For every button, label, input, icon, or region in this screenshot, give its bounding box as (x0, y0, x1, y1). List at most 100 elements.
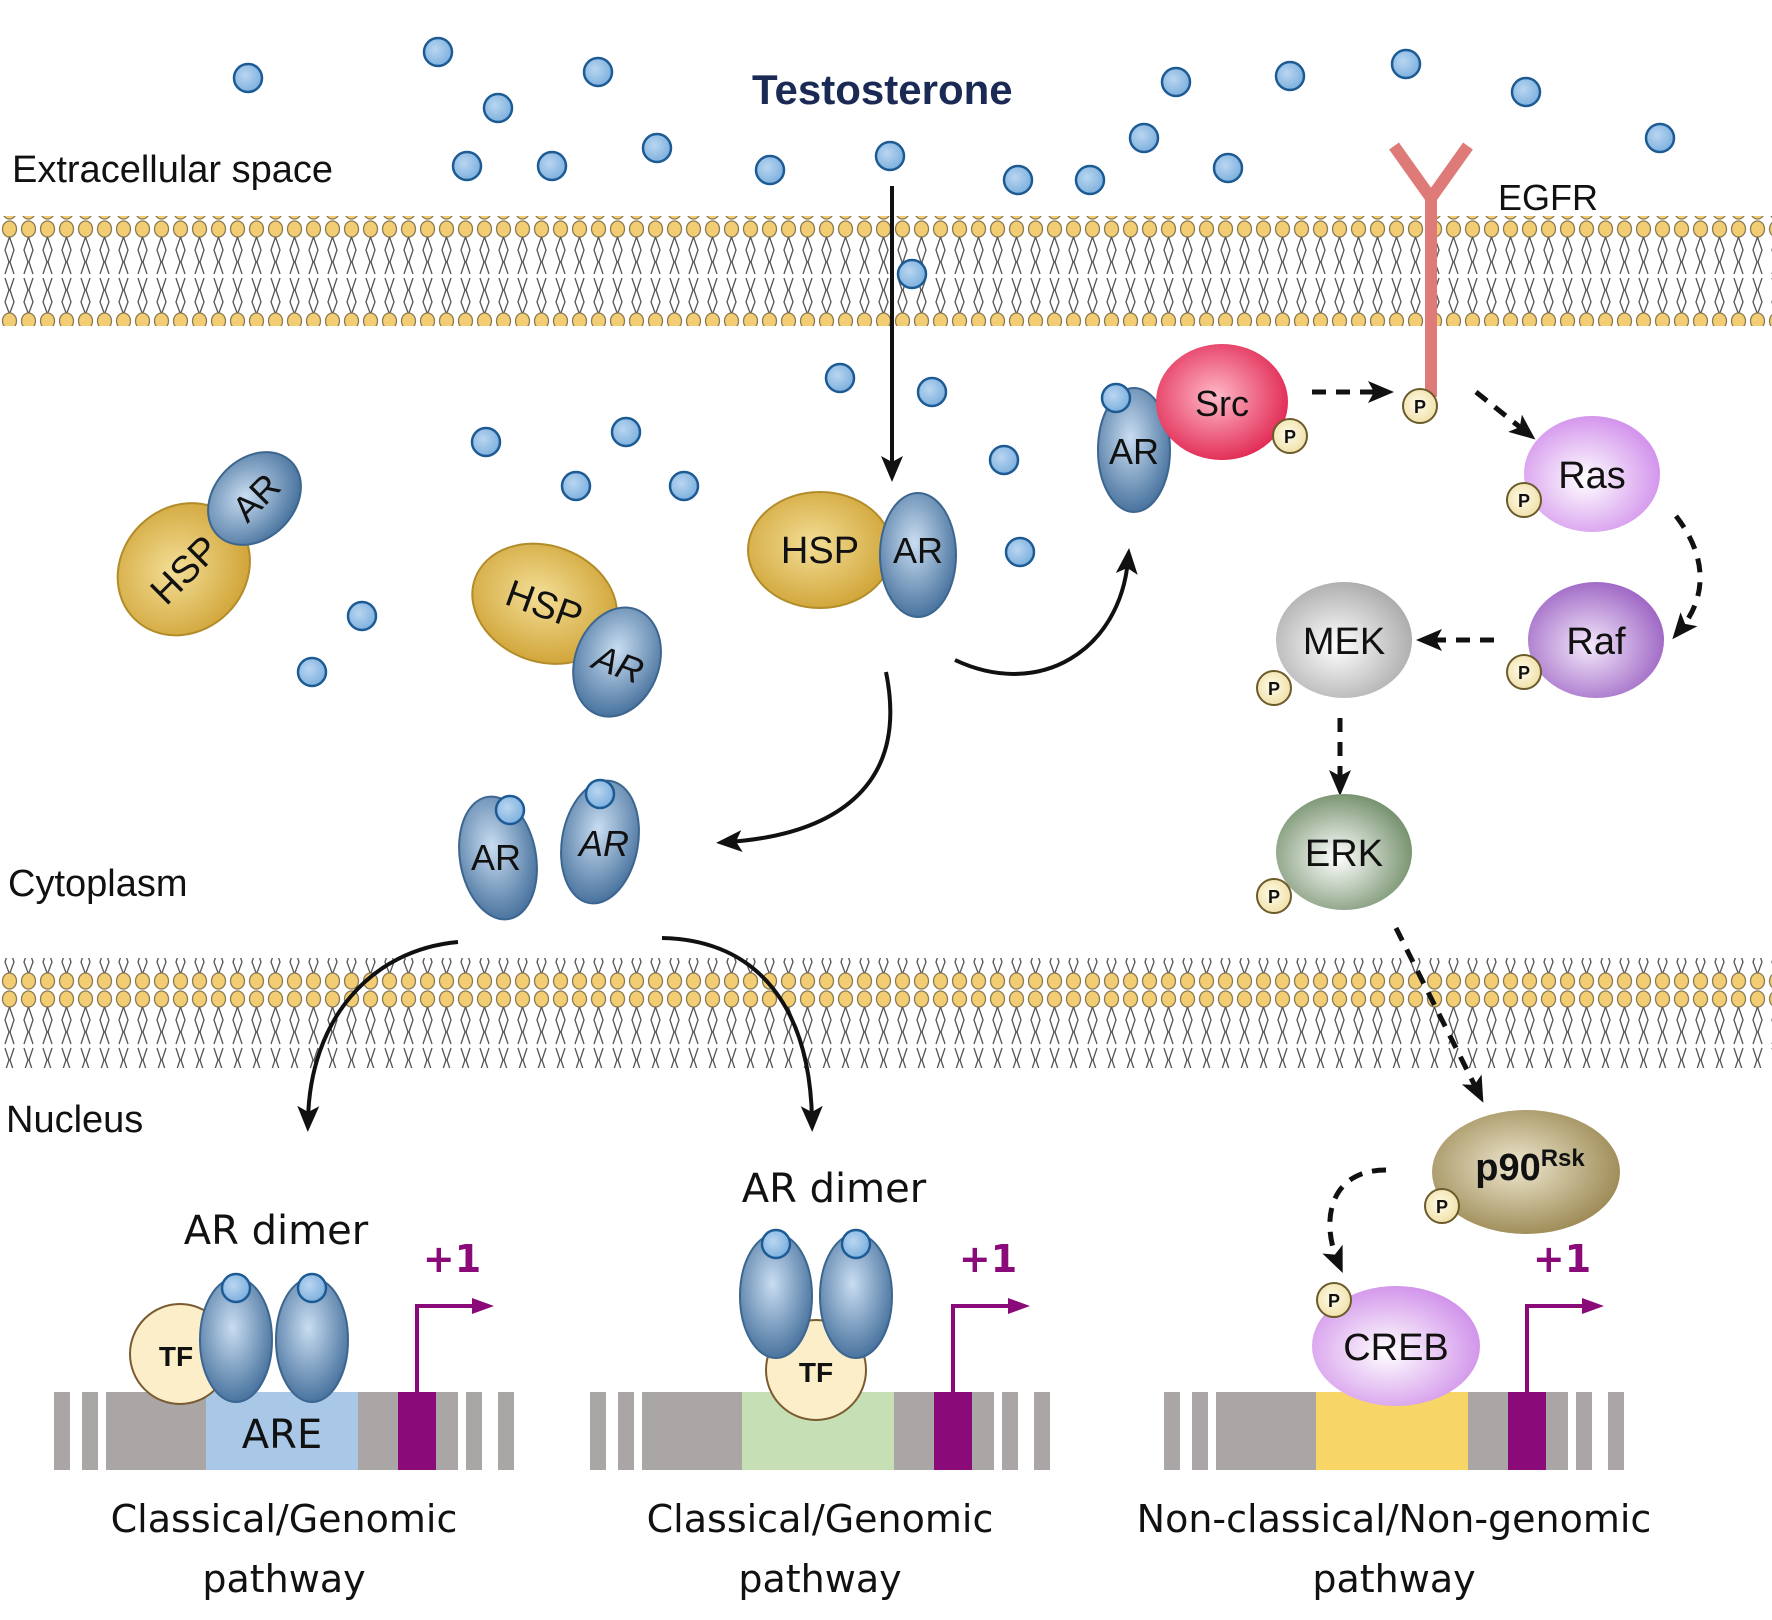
testosterone-molecule (1002, 164, 1034, 196)
pathway-subtitle: pathway (738, 1557, 901, 1601)
pathway-subtitle: pathway (1312, 1557, 1475, 1601)
arrow-erk-to-p90rsk (1393, 926, 1484, 1103)
cytoplasm-label: Cytoplasm (8, 863, 188, 905)
dna-segment (498, 1392, 514, 1470)
dna-segment (1546, 1392, 1568, 1470)
dna-segment (1192, 1392, 1208, 1470)
testosterone-molecule (754, 154, 786, 186)
phosphate-label: P (1268, 679, 1280, 699)
phosphate-group: P (1506, 482, 1542, 518)
ar-label: AR (893, 530, 943, 571)
plasma-membrane (0, 216, 1772, 326)
arrow-egfr-to-ras (1474, 390, 1536, 440)
phosphate-label: P (1518, 491, 1530, 511)
arrow-to-free-ar (716, 671, 893, 853)
ras-label: Ras (1558, 455, 1626, 497)
testosterone-molecule (232, 62, 264, 94)
mek-label: MEK (1303, 621, 1385, 663)
testosterone-molecule (536, 150, 568, 182)
phosphate-group: P (1506, 654, 1542, 690)
phosphate-label: P (1436, 1197, 1448, 1217)
phosphate-group: P (1424, 1188, 1460, 1224)
transcription-start-site (398, 1392, 436, 1470)
testosterone-molecule (1274, 60, 1306, 92)
testosterone-molecule (824, 362, 856, 394)
testosterone-molecule (668, 470, 700, 502)
dna-segment (894, 1392, 934, 1470)
pathway-subtitle: pathway (202, 1557, 365, 1601)
transcription-start-site (934, 1392, 972, 1470)
phosphate-group: P (1256, 670, 1292, 706)
testosterone-molecule (1128, 122, 1160, 154)
ar-src-complex: AR Src (1097, 344, 1288, 513)
egfr-label: EGFR (1498, 177, 1598, 218)
ar-label: AR (577, 823, 629, 864)
hsp-ar-complex-1: HSP AR (116, 451, 302, 637)
testosterone-molecule (1074, 164, 1106, 196)
phosphate-group: P (1272, 418, 1308, 454)
tf-label: TF (159, 1341, 193, 1372)
mek-protein: MEK (1276, 582, 1412, 698)
testosterone-label: Testosterone (752, 66, 1013, 113)
tf-label: TF (799, 1357, 833, 1388)
testosterone-molecule (582, 56, 614, 88)
dna-segment (82, 1392, 98, 1470)
erk-protein: ERK (1276, 794, 1412, 910)
phosphate-label: P (1518, 663, 1530, 683)
testosterone-molecule (896, 258, 928, 290)
tss-label: +1 (959, 1237, 1017, 1281)
dna-segment (1608, 1392, 1624, 1470)
phosphate-label: P (1414, 397, 1426, 417)
testosterone-molecule (760, 1228, 792, 1260)
raf-label: Raf (1566, 621, 1626, 663)
testosterone-molecule (296, 1272, 328, 1304)
tss-label: +1 (423, 1237, 481, 1281)
extracellular-space-label: Extracellular space (12, 149, 333, 191)
ar-dimer-label: AR dimer (184, 1208, 369, 1254)
testosterone-molecule (470, 426, 502, 458)
src-label: Src (1195, 383, 1249, 424)
dna-segment (1002, 1392, 1018, 1470)
dna-segment (358, 1392, 398, 1470)
erk-label: ERK (1305, 833, 1383, 875)
creb-label: CREB (1343, 1327, 1449, 1369)
transcription-start-site (1508, 1392, 1546, 1470)
nucleus-label: Nucleus (6, 1099, 143, 1141)
response-element (206, 1392, 358, 1470)
arrow-p90rsk-to-creb-dashed-curve (1322, 1167, 1387, 1274)
hsp-label: HSP (781, 530, 859, 572)
testosterone-molecule (560, 470, 592, 502)
dna-segment (1468, 1392, 1508, 1470)
phosphate-label: P (1328, 1291, 1340, 1311)
testosterone-molecule (1510, 76, 1542, 108)
transcription-arrow (951, 1298, 1030, 1392)
testosterone-molecule (610, 416, 642, 448)
phosphate-label: P (1284, 427, 1296, 447)
testosterone-molecule (451, 150, 483, 182)
pathway-title: Non-classical/Non-genomic (1137, 1497, 1652, 1541)
phosphate-group: P (1316, 1282, 1352, 1318)
tss-label: +1 (1533, 1237, 1591, 1281)
testosterone-molecule (1160, 66, 1192, 98)
testosterone-molecule (916, 376, 948, 408)
ras-protein: Ras (1524, 416, 1660, 532)
response-element-label: ARE (242, 1412, 322, 1458)
ar-label: AR (1109, 431, 1159, 472)
testosterone-molecule (296, 656, 328, 688)
phosphate-group: P (1256, 878, 1292, 914)
hsp-ar-complex-3: HSP AR (747, 491, 957, 618)
dna-segment (972, 1392, 994, 1470)
raf-protein: Raf (1528, 582, 1664, 698)
nuclear-membrane (0, 958, 1772, 1068)
pathway-title: Classical/Genomic (111, 1497, 458, 1541)
ar-bound-2: AR (560, 778, 640, 905)
dna-segment (466, 1392, 482, 1470)
testosterone-molecule (840, 1228, 872, 1260)
testosterone-molecule (641, 132, 673, 164)
dna-segment (618, 1392, 634, 1470)
dna-segment (1576, 1392, 1592, 1470)
p90rsk-superscript: Rsk (1541, 1145, 1586, 1172)
arrow-to-nucleus-right (661, 936, 823, 1132)
